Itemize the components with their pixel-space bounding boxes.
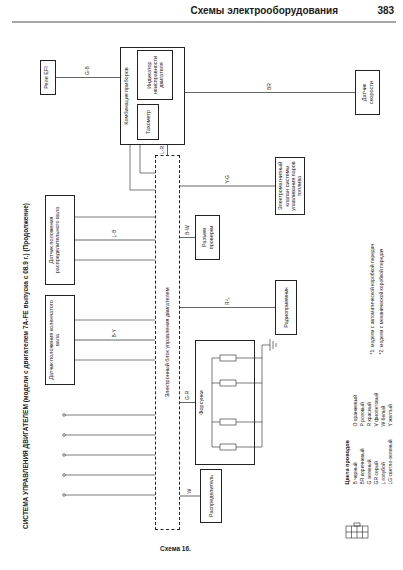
node-label: Реле EFI <box>43 63 49 92</box>
connector-symbol <box>346 523 368 538</box>
node-label: Разъем проверки <box>201 218 214 257</box>
node-label: Тахометр <box>145 107 151 137</box>
ecu-box: Электронный блок управления двигателем <box>155 155 180 530</box>
node-label: Комбинация приборов <box>123 50 129 142</box>
footnote: *2: модели с механической коробкой перед… <box>379 248 385 355</box>
node-label: Электромагнитный клапан системы улавлива… <box>277 160 302 212</box>
footnote: *1: модели с автоматической коробкой пер… <box>370 243 376 355</box>
distributor-box: Распределитель <box>200 469 222 523</box>
wire-color-key: Y желтый <box>388 404 394 427</box>
node-label: Радиоприемник <box>283 283 289 332</box>
diagram-title: СИСТЕМА УПРАВЛЕНИЯ ДВИГАТЕЛЕМ (модели с … <box>22 49 29 529</box>
wire-connector <box>180 402 195 403</box>
wire-color-key: O оранжевый <box>353 394 359 427</box>
wire-color-key: GR серый <box>374 461 380 485</box>
connector-layer <box>20 45 395 535</box>
wire-color-key: P розовый <box>360 402 366 427</box>
diagram-frame: СИСТЕМА УПРАВЛЕНИЯ ДВИГАТЕЛЕМ (модели с … <box>20 45 395 535</box>
wire-color-code: Y-G <box>225 175 231 184</box>
node-label: Датчик положения распределительного вала <box>48 198 61 282</box>
wire-color-code: L-R <box>160 145 166 154</box>
wire-color-code: B-W <box>185 225 191 236</box>
wire <box>65 145 155 495</box>
valve-box: Электромагнитный клапан системы улавлива… <box>275 157 305 215</box>
wire-color-code: L-B <box>112 229 118 238</box>
wire-connector <box>180 237 195 238</box>
wire-color-key: W белый <box>381 405 387 427</box>
wire-color-key: G зеленый <box>367 459 373 485</box>
page-header: 383 <box>377 5 395 16</box>
node-label: Датчик положения коленчатого вала <box>48 298 61 382</box>
page-header: Схемы электрооборудования <box>190 5 339 16</box>
wire-connector <box>180 186 275 187</box>
sensor-box: Датчик положения распределительного вала <box>45 195 75 285</box>
wire-color-key: LG светло-зеленый <box>388 439 394 485</box>
node-label: Форсунки <box>198 343 204 462</box>
node-label: Электронный блок управления двигателем <box>164 158 170 527</box>
wire-color-code: G-R <box>185 390 191 400</box>
wire-connector <box>185 92 355 93</box>
radio-box: Радиоприемник <box>275 280 297 335</box>
wire-color-key: R красный <box>367 402 373 427</box>
wire-connector <box>180 496 200 497</box>
node-label: Индикатор неисправности двигателя <box>146 53 165 97</box>
wire-color-code: W <box>187 488 193 494</box>
ground-symbol <box>262 339 276 447</box>
gauge-box: Тахометр <box>137 104 159 140</box>
instrument-cluster: Комбинация приборовТахометр Индикатор неи… <box>120 47 185 145</box>
warning-lamp-box: Индикатор неисправности двигателя <box>137 50 173 100</box>
wire-color-key: B черный <box>353 462 359 485</box>
wire-color-code: R-L <box>225 296 231 305</box>
wire-color-key: L голубой <box>381 462 387 485</box>
header-rule <box>12 22 396 23</box>
wire-color-code: B-Y <box>112 329 118 338</box>
wire-connector <box>75 240 155 241</box>
wire-color-code: G-B <box>85 66 91 76</box>
connector-box: Разъем проверки <box>195 215 220 260</box>
wiring-art <box>20 45 395 535</box>
wire-color-key: BR коричневый <box>360 448 366 485</box>
wire-connector <box>180 307 275 308</box>
relay-box: Реле EFI <box>40 60 56 95</box>
wire-color-key: Цвета проводов <box>344 440 350 485</box>
sensor-box: Датчик скорости <box>355 70 380 115</box>
sensor-box: Датчик положения коленчатого вала <box>45 295 75 385</box>
node-label: Датчик скорости <box>361 73 374 112</box>
terminal-dot <box>63 414 66 497</box>
wire-color-code: BR <box>267 83 273 91</box>
wire-connector <box>167 145 168 155</box>
wire-connector <box>75 340 155 341</box>
figure-caption: Схема 16. <box>160 545 191 552</box>
node-label: Распределитель <box>208 472 214 520</box>
wire-color-key: V фиолетовый <box>374 392 380 427</box>
injector-box: Форсунки <box>195 340 255 465</box>
wire-connector <box>56 77 120 78</box>
